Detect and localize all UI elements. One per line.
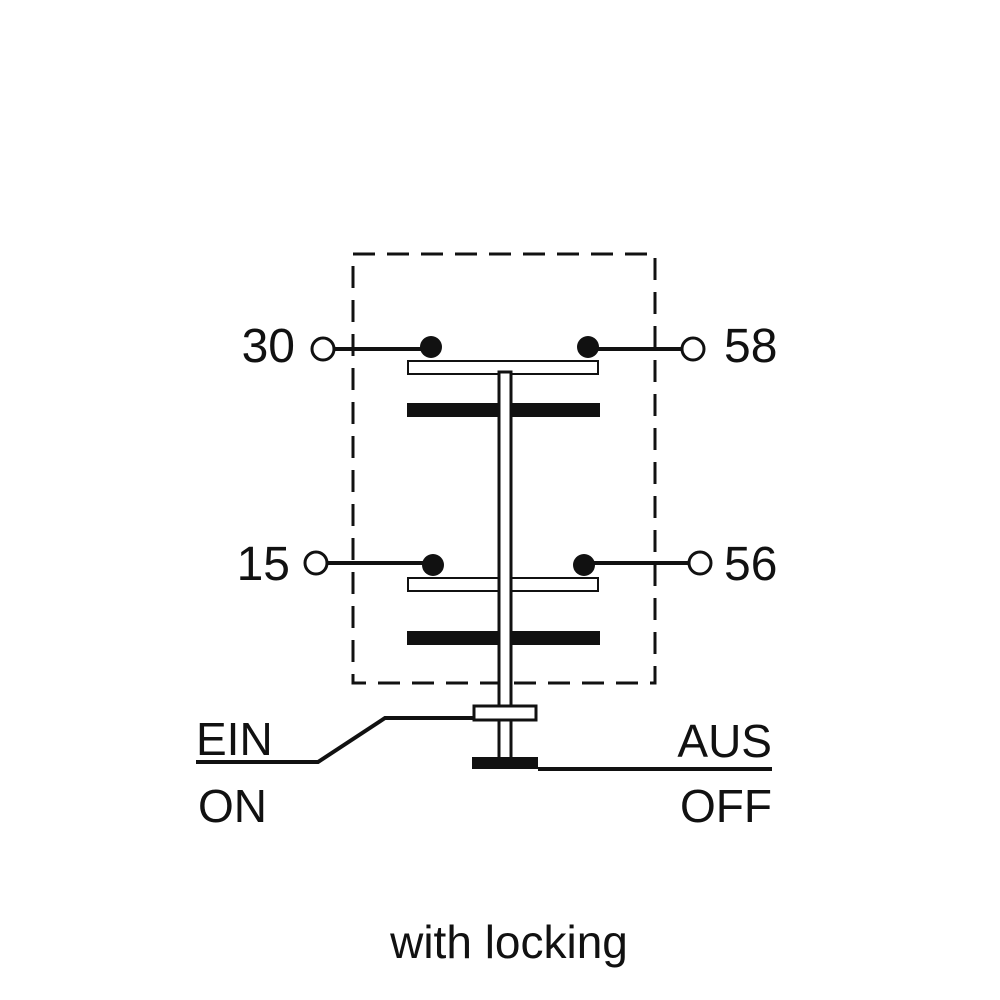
terminal-label-58: 58 <box>724 320 777 373</box>
locking-collar <box>472 704 538 722</box>
state-label-on: ON <box>198 780 267 832</box>
actuator-base <box>472 757 538 769</box>
switch-housing-outline <box>351 252 657 685</box>
state-label-aus: AUS <box>677 715 772 767</box>
state-label-ein: EIN <box>196 713 273 765</box>
terminal-30-open-circle <box>310 336 336 362</box>
terminal-label-15: 15 <box>237 538 290 591</box>
terminal-15-open-circle <box>303 550 329 576</box>
terminal-label-56: 56 <box>724 538 777 591</box>
terminal-56-open-circle <box>687 550 713 576</box>
contact-dot-30 <box>420 336 442 358</box>
contact-dot-15 <box>422 554 444 576</box>
on-position-line <box>196 716 474 764</box>
contact-dot-56 <box>573 554 595 576</box>
terminal-label-30: 30 <box>242 320 295 373</box>
terminal-58-open-circle <box>680 336 706 362</box>
diagram-caption: with locking <box>389 916 628 968</box>
contact-dot-58 <box>577 336 599 358</box>
contact-row-top <box>310 336 706 417</box>
state-label-off: OFF <box>680 780 772 832</box>
